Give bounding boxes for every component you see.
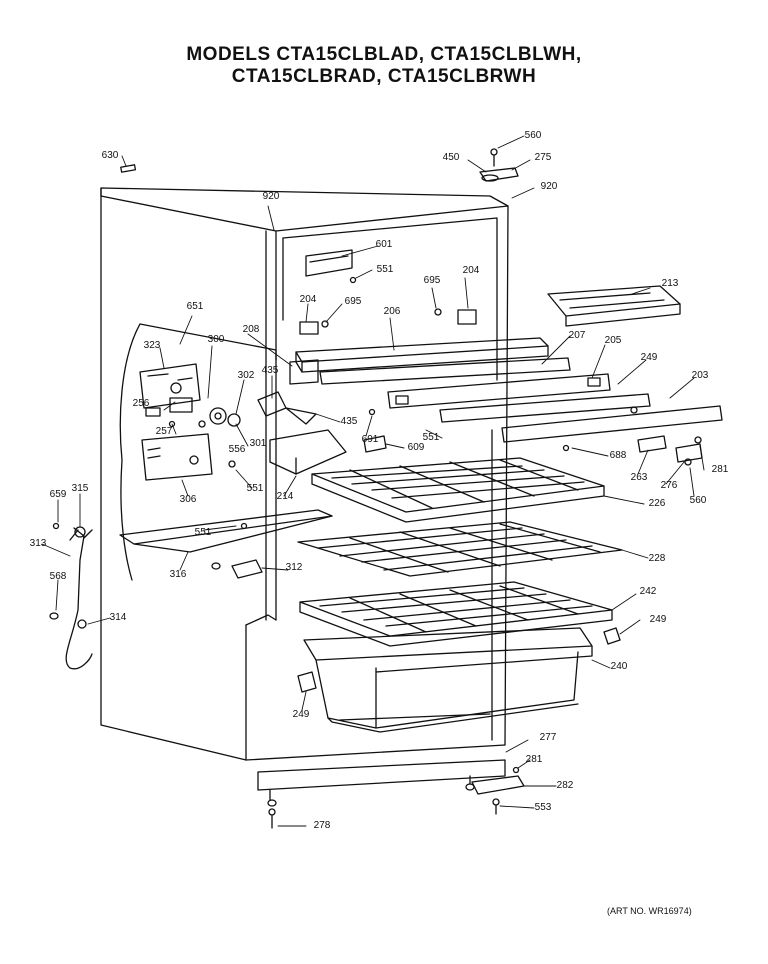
part-callout-551[interactable]: 551 <box>376 264 394 275</box>
part-callout-204[interactable]: 204 <box>299 294 317 305</box>
part-callout-282[interactable]: 282 <box>556 780 574 791</box>
part-callout-278[interactable]: 278 <box>313 820 331 831</box>
part-callout-435[interactable]: 435 <box>340 416 358 427</box>
part-callout-203[interactable]: 203 <box>691 370 709 381</box>
part-callout-276[interactable]: 276 <box>660 480 678 491</box>
part-callout-556[interactable]: 556 <box>228 444 246 455</box>
freezer-components <box>290 250 722 442</box>
part-callout-560[interactable]: 560 <box>524 130 542 141</box>
diagram-title-line-1: MODELS CTA15CLBLAD, CTA15CLBLWH, <box>186 44 582 65</box>
part-callout-450[interactable]: 450 <box>442 152 460 163</box>
part-callout-651[interactable]: 651 <box>186 301 204 312</box>
top-hinge <box>121 149 518 181</box>
part-callout-226[interactable]: 226 <box>648 498 666 509</box>
part-callout-551[interactable]: 551 <box>422 432 440 443</box>
part-callout-695[interactable]: 695 <box>423 275 441 286</box>
part-callout-208[interactable]: 208 <box>242 324 260 335</box>
part-callout-315[interactable]: 315 <box>71 483 89 494</box>
part-callout-281[interactable]: 281 <box>711 464 729 475</box>
part-callout-206[interactable]: 206 <box>383 306 401 317</box>
part-callout-435[interactable]: 435 <box>261 365 279 376</box>
part-callout-214[interactable]: 214 <box>276 491 294 502</box>
part-callout-242[interactable]: 242 <box>639 586 657 597</box>
part-callout-300[interactable]: 300 <box>207 334 225 345</box>
part-callout-281[interactable]: 281 <box>525 754 543 765</box>
part-callout-240[interactable]: 240 <box>610 661 628 672</box>
cabinet-body <box>101 188 508 806</box>
part-callout-601[interactable]: 601 <box>375 239 393 250</box>
part-callout-204[interactable]: 204 <box>462 265 480 276</box>
part-callout-695[interactable]: 695 <box>344 296 362 307</box>
part-callout-659[interactable]: 659 <box>49 489 67 500</box>
art-number-label: (ART NO. WR16974) <box>607 906 692 916</box>
part-callout-688[interactable]: 688 <box>609 450 627 461</box>
part-callout-306[interactable]: 306 <box>179 494 197 505</box>
part-callout-249[interactable]: 249 <box>292 709 310 720</box>
part-callout-277[interactable]: 277 <box>539 732 557 743</box>
refrigerator-shelves <box>298 436 702 732</box>
part-callout-316[interactable]: 316 <box>169 569 187 580</box>
part-callout-568[interactable]: 568 <box>49 571 67 582</box>
part-callout-249[interactable]: 249 <box>649 614 667 625</box>
part-callout-228[interactable]: 228 <box>648 553 666 564</box>
part-callout-249[interactable]: 249 <box>640 352 658 363</box>
part-callout-256[interactable]: 256 <box>132 398 150 409</box>
part-callout-314[interactable]: 314 <box>109 612 127 623</box>
part-callout-560[interactable]: 560 <box>689 495 707 506</box>
part-callout-609[interactable]: 609 <box>407 442 425 453</box>
part-callout-213[interactable]: 213 <box>661 278 679 289</box>
part-callout-920[interactable]: 920 <box>262 191 280 202</box>
part-callout-313[interactable]: 313 <box>29 538 47 549</box>
part-callout-553[interactable]: 553 <box>534 802 552 813</box>
part-callout-551[interactable]: 551 <box>194 527 212 538</box>
part-callout-920[interactable]: 920 <box>540 181 558 192</box>
part-callout-630[interactable]: 630 <box>101 150 119 161</box>
part-callout-323[interactable]: 323 <box>143 340 161 351</box>
diagram-title-line-2: CTA15CLBRAD, CTA15CLBRWH <box>231 66 537 87</box>
part-callout-691[interactable]: 691 <box>361 434 379 445</box>
part-callout-301[interactable]: 301 <box>249 438 267 449</box>
part-callout-302[interactable]: 302 <box>237 370 255 381</box>
part-callout-275[interactable]: 275 <box>534 152 552 163</box>
part-callout-312[interactable]: 312 <box>285 562 303 573</box>
callout-leaders <box>42 136 704 826</box>
part-callout-207[interactable]: 207 <box>568 330 586 341</box>
control-components <box>50 324 386 669</box>
part-callout-263[interactable]: 263 <box>630 472 648 483</box>
part-callout-205[interactable]: 205 <box>604 335 622 346</box>
part-callout-551[interactable]: 551 <box>246 483 264 494</box>
part-callout-257[interactable]: 257 <box>155 426 173 437</box>
